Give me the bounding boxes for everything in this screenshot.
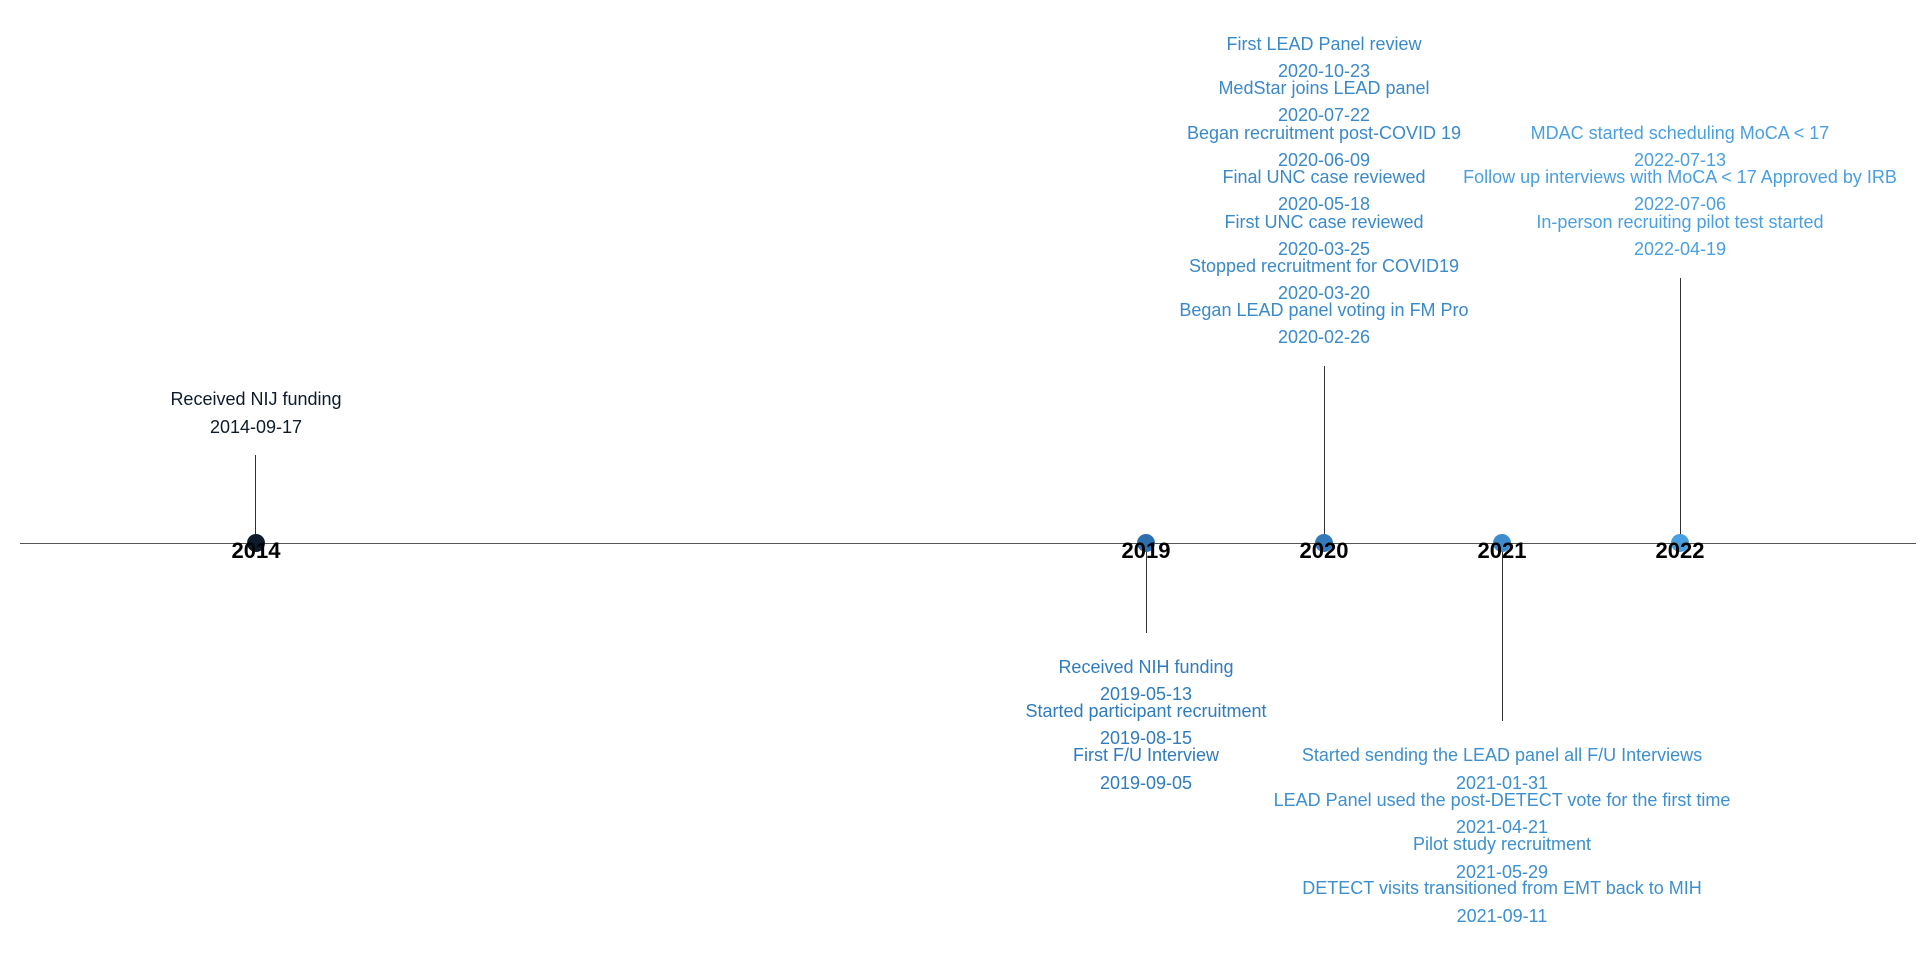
event-date: 2019-05-13 <box>1099 684 1193 704</box>
marker-2021 <box>1493 534 1511 552</box>
event-date: 2022-07-06 <box>1633 194 1727 214</box>
event-label: Stopped recruitment for COVID19 <box>1188 256 1460 276</box>
event-date: 2020-06-09 <box>1277 150 1371 170</box>
event-label: Began recruitment post-COVID 19 <box>1186 123 1462 143</box>
event-date: 2020-03-25 <box>1277 239 1371 259</box>
year-label-2021: 2021 <box>1477 538 1527 563</box>
year-label-2014: 2014 <box>231 538 281 563</box>
timeline-axis <box>20 543 1916 544</box>
event-label: Pilot study recruitment <box>1412 834 1592 854</box>
event-label: Started participant recruitment <box>1025 701 1267 721</box>
event-date: 2014-09-17 <box>209 417 303 437</box>
event-label: Began LEAD panel voting in FM Pro <box>1179 300 1469 320</box>
stem-2014 <box>255 455 256 544</box>
event-date: 2021-01-31 <box>1455 773 1549 793</box>
event-date: 2020-05-18 <box>1277 194 1371 214</box>
stem-2022 <box>1680 278 1681 544</box>
stem-2021 <box>1502 543 1503 721</box>
event-date: 2020-10-23 <box>1277 61 1371 81</box>
event-label: Started sending the LEAD panel all F/U I… <box>1301 745 1703 765</box>
event-label: Follow up interviews with MoCA < 17 Appr… <box>1463 167 1897 187</box>
event-date: 2019-08-15 <box>1099 728 1193 748</box>
year-label-2020: 2020 <box>1299 538 1349 563</box>
stem-2019 <box>1146 543 1147 633</box>
event-label: Received NIJ funding <box>170 389 342 409</box>
event-label: MedStar joins LEAD panel <box>1218 78 1430 98</box>
event-date: 2022-04-19 <box>1633 239 1727 259</box>
event-date: 2019-09-05 <box>1099 773 1193 793</box>
event-label: LEAD Panel used the post-DETECT vote for… <box>1273 790 1731 810</box>
marker-2022 <box>1671 534 1689 552</box>
event-date: 2020-03-20 <box>1277 283 1371 303</box>
event-date: 2022-07-13 <box>1633 150 1727 170</box>
event-date: 2021-05-29 <box>1455 862 1549 882</box>
marker-2020 <box>1315 534 1333 552</box>
event-date: 2020-02-26 <box>1277 327 1371 347</box>
event-label: In-person recruiting pilot test started <box>1536 212 1824 232</box>
event-label: First F/U Interview <box>1072 745 1219 765</box>
event-date: 2020-07-22 <box>1277 105 1371 125</box>
year-label-2022: 2022 <box>1655 538 1705 563</box>
event-label: First UNC case reviewed <box>1224 212 1424 232</box>
event-label: Final UNC case reviewed <box>1222 167 1426 187</box>
event-date: 2021-09-11 <box>1456 906 1548 926</box>
marker-2014 <box>247 534 265 552</box>
event-label: MDAC started scheduling MoCA < 17 <box>1530 123 1830 143</box>
event-label: Received NIH funding <box>1058 657 1234 677</box>
event-label: First LEAD Panel review <box>1226 34 1422 54</box>
event-label: DETECT visits transitioned from EMT back… <box>1302 878 1702 898</box>
stem-2020 <box>1324 366 1325 544</box>
marker-2019 <box>1137 534 1155 552</box>
event-date: 2021-04-21 <box>1455 817 1549 837</box>
year-label-2019: 2019 <box>1121 538 1171 563</box>
